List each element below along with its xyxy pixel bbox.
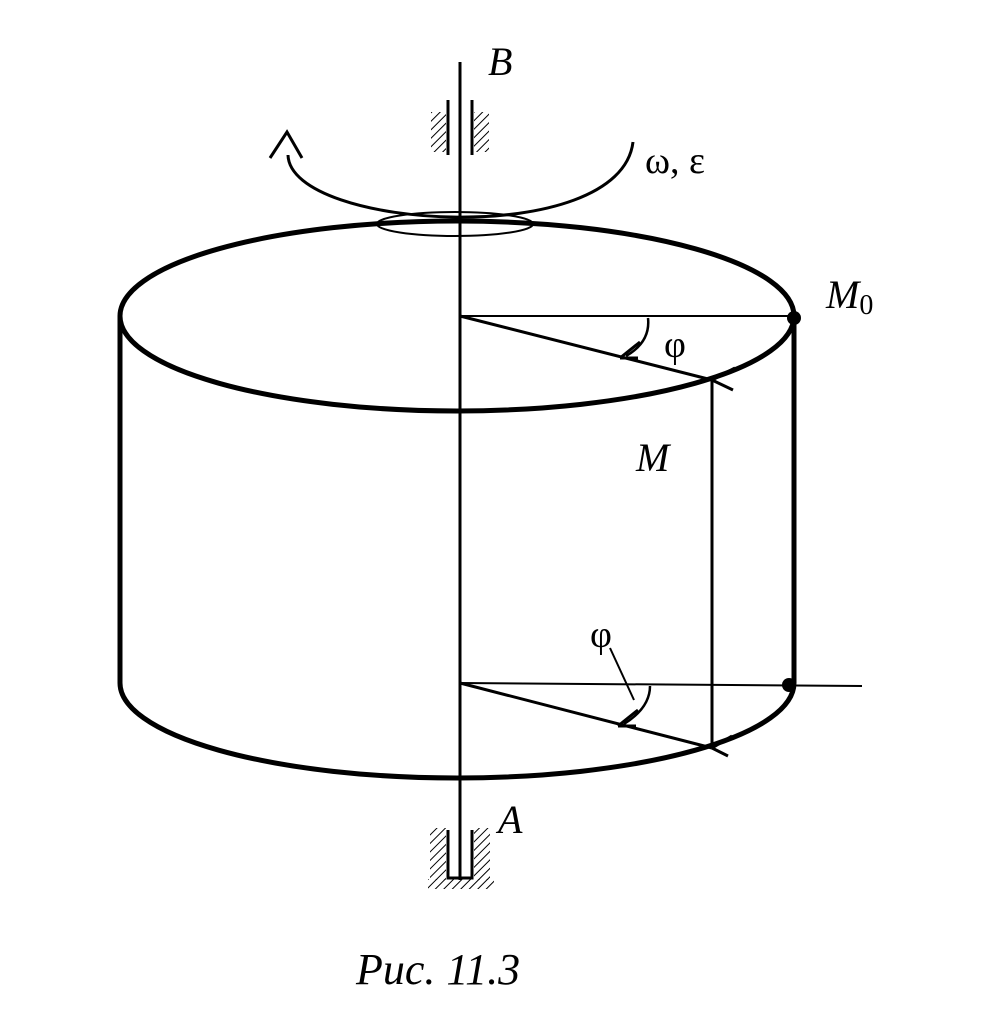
- point-label-M: M: [636, 435, 670, 480]
- point-M0: [787, 311, 801, 325]
- top-bearing: [431, 100, 489, 155]
- point-label-M0-sub: 0: [859, 290, 874, 321]
- angle-label-top: φ: [664, 324, 686, 366]
- bottom-angle-construction: [459, 647, 863, 758]
- point-label-M0: M0: [826, 272, 873, 320]
- cylinder: [117, 218, 797, 781]
- cylinder-bottom-rim: [117, 682, 797, 781]
- point-M0-bottom: [782, 678, 796, 692]
- top-angle-construction: [459, 314, 794, 392]
- bottom-bearing: [428, 828, 494, 889]
- rotation-label: ω, ε: [645, 140, 705, 182]
- axis-label-B: B: [488, 39, 513, 84]
- figure-caption: Рис. 11.3: [356, 945, 521, 994]
- point-label-M0-letter: M: [826, 272, 860, 317]
- axis-label-A: A: [498, 797, 523, 842]
- angle-label-bottom: φ: [590, 614, 612, 656]
